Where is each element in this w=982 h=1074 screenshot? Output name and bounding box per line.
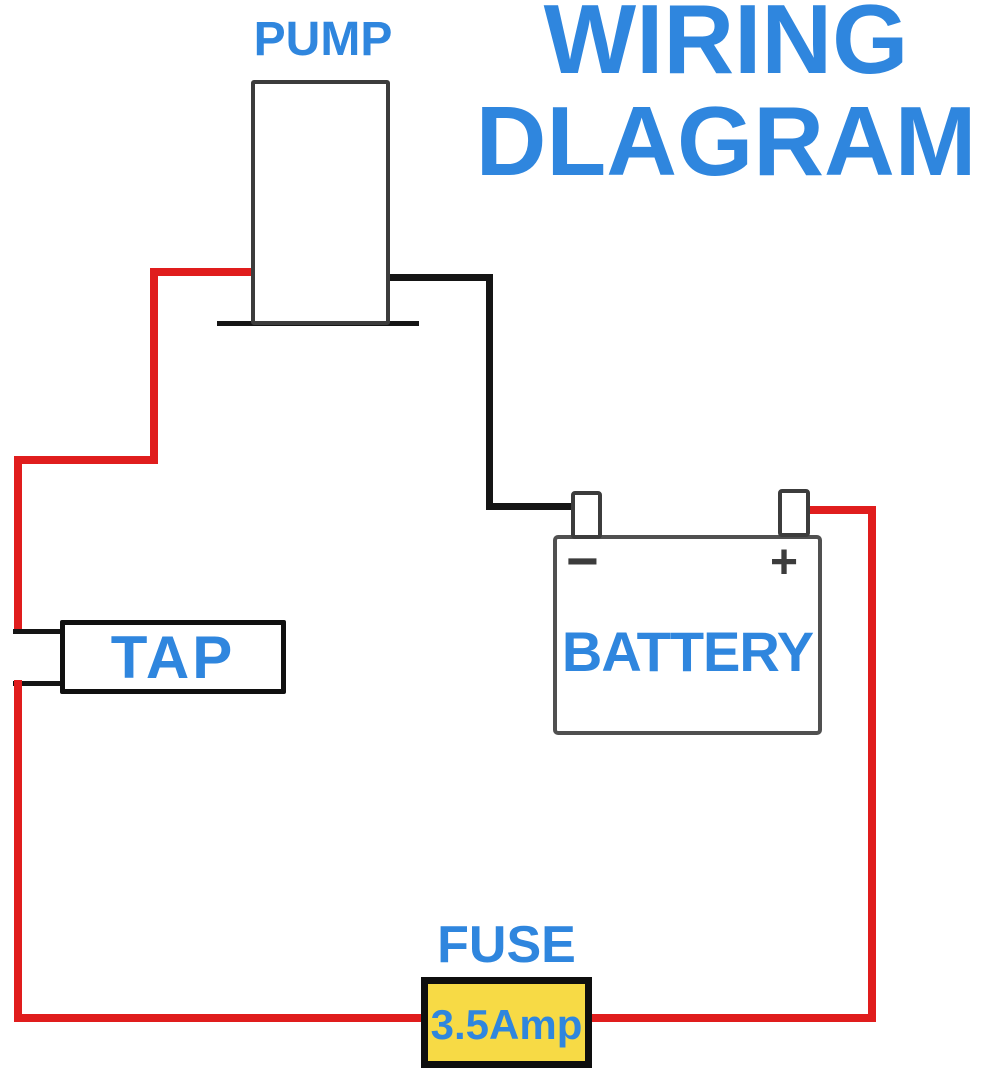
diagram-title: WIRING DLAGRAM <box>468 0 982 192</box>
tap-stub-top <box>13 629 63 634</box>
wire-black-battery-negative <box>486 503 576 510</box>
fuse-box: 3.5Amp <box>421 977 592 1068</box>
wire-red-left-horizontal <box>14 456 158 464</box>
fuse-rating: 3.5Amp <box>430 1000 583 1048</box>
wire-red-right-vertical <box>868 506 876 1022</box>
tap-label: TAP <box>110 623 236 691</box>
pump-label: PUMP <box>253 13 393 66</box>
wire-red-left-vertical-to-tap <box>14 456 22 634</box>
tap-box: TAP <box>60 620 286 694</box>
fuse-label: FUSE <box>437 916 576 974</box>
tap-stub-bottom <box>13 681 63 686</box>
wire-red-left-vertical-upper <box>150 268 158 464</box>
wire-black-vertical <box>486 274 493 510</box>
battery-box <box>553 535 822 735</box>
diagram-title-line2: DLAGRAM <box>475 86 977 196</box>
wire-black-pump-right-horizontal <box>388 274 492 281</box>
battery-negative-terminal <box>571 491 602 539</box>
wire-red-left-vertical-lower <box>14 680 22 1022</box>
battery-positive-symbol: + <box>770 536 799 589</box>
diagram-title-line1: WIRING <box>543 0 909 94</box>
battery-label: BATTERY <box>561 620 814 683</box>
battery-positive-terminal <box>778 489 810 537</box>
pump-box <box>251 80 390 325</box>
battery-negative-symbol: − <box>566 529 599 592</box>
wire-red-battery-positive <box>806 506 876 514</box>
wire-red-pump-left-horizontal <box>150 268 255 276</box>
